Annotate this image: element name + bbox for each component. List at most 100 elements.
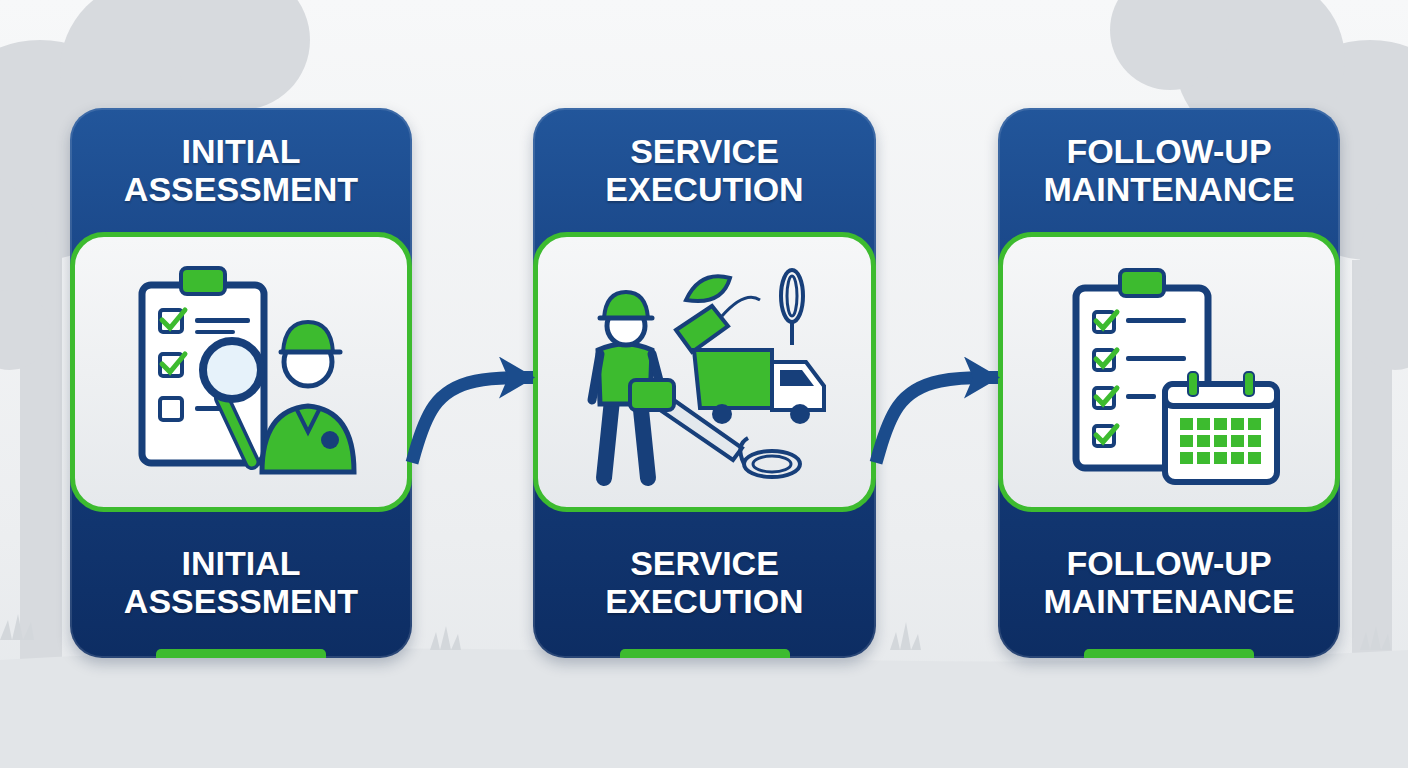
worker-arms: [592, 354, 662, 400]
checkbox: [1094, 426, 1114, 446]
rope-end: [740, 438, 748, 464]
clipboard-board: [142, 285, 264, 463]
text-region: INITIAL ASSESSMENT: [70, 108, 412, 232]
checkbox: [160, 310, 182, 332]
checkmark: [162, 310, 185, 328]
hat-brim: [600, 316, 652, 321]
chainsaw-icon: [630, 380, 742, 460]
tag-leaf-icon: [676, 276, 760, 352]
magnifier-handle: [222, 398, 252, 462]
tree-canopy: [0, 290, 50, 370]
ground: [0, 649, 1408, 768]
inspector-figure: [262, 322, 354, 472]
checkmark: [1096, 388, 1117, 404]
calendar-day: [1231, 418, 1244, 430]
tree-canopy: [1110, 0, 1230, 90]
magnifier-lens: [203, 341, 261, 399]
calendar-day: [1197, 418, 1210, 430]
rope-loop: [787, 276, 797, 316]
rope-coil-icon: [740, 438, 800, 477]
card-heading: FOLLOW-UP MAINTENANCE: [1019, 132, 1319, 208]
tag-string: [722, 297, 760, 316]
clipboard-clip: [181, 268, 225, 294]
checkmark: [1096, 350, 1117, 366]
truck-wheel: [790, 404, 810, 424]
icon-panel: [533, 232, 876, 512]
card-label: INITIAL ASSESSMENT: [91, 544, 391, 620]
clipboard-icon: [1076, 270, 1208, 468]
checkbox: [160, 354, 182, 376]
accent-bar: [1084, 649, 1254, 658]
checkmark: [1096, 426, 1117, 442]
calendar-day: [1214, 452, 1227, 464]
calendar-day: [1214, 418, 1227, 430]
truck-cab: [772, 362, 824, 410]
calendar-day: [1214, 435, 1227, 447]
text-line: [1126, 394, 1156, 399]
calendar-body: [1165, 384, 1277, 482]
card-heading: INITIAL ASSESSMENT: [91, 132, 391, 208]
flow-arrow: [876, 378, 998, 463]
worker-legs: [604, 400, 648, 478]
tree-canopy: [170, 0, 310, 110]
worker-body: [262, 406, 354, 472]
cap-brim: [281, 350, 340, 355]
card-label: SERVICE EXECUTION: [555, 544, 855, 620]
calendar-day: [1180, 418, 1193, 430]
worker-collar: [296, 408, 320, 432]
clipboard-clip: [1120, 270, 1164, 296]
calendar-days: [1180, 418, 1261, 464]
rope-loop: [744, 451, 800, 477]
text-line: [195, 330, 235, 334]
chainsaw-bar: [660, 396, 742, 460]
tree-tag: [676, 306, 728, 352]
card-heading: SERVICE EXECUTION: [555, 132, 855, 208]
rope-loop: [781, 270, 803, 322]
calendar-header: [1165, 384, 1277, 406]
truck-bed: [694, 350, 772, 408]
rope-coil-icon: [781, 270, 803, 345]
checkbox: [160, 398, 182, 420]
accent-bar: [156, 649, 326, 658]
text-line: [1126, 356, 1186, 361]
calendar-day: [1231, 435, 1244, 447]
leaf: [686, 276, 730, 301]
rope-loop: [753, 456, 791, 472]
process-card: FOLLOW-UP MAINTENANCE FOLLOW-UP MAINTENAN…: [998, 108, 1340, 658]
calendar-icon: [1165, 372, 1277, 482]
calendar-day: [1248, 452, 1261, 464]
calendar-day: [1180, 452, 1193, 464]
checkmark: [1096, 312, 1117, 328]
checkbox: [1094, 388, 1114, 408]
checkmark: [162, 354, 185, 372]
calendar-day: [1180, 435, 1193, 447]
calendar-ring: [1188, 372, 1198, 396]
truck-wheel: [712, 404, 732, 424]
accent-bar: [620, 649, 790, 658]
hard-hat: [604, 292, 648, 318]
calendar-day: [1231, 452, 1244, 464]
magnifier-handle-outline: [222, 398, 252, 462]
arborist-figure: [592, 292, 662, 478]
clipboard-board: [1076, 288, 1208, 468]
calendar-ring: [1244, 372, 1254, 396]
process-card: SERVICE EXECUTION SERVICE EXECUTION: [533, 108, 876, 658]
clipboard-icon: [142, 268, 264, 463]
rope-end: [790, 322, 794, 345]
worker-badge: [321, 431, 339, 449]
truck-icon: [694, 350, 824, 424]
chainsaw-body: [630, 380, 674, 410]
tree-canopy: [1355, 290, 1408, 370]
calendar-day: [1197, 435, 1210, 447]
text-region: FOLLOW-UP MAINTENANCE: [998, 108, 1340, 232]
calendar-day: [1248, 418, 1261, 430]
text-region: INITIAL ASSESSMENT: [70, 512, 412, 652]
process-card: INITIAL ASSESSMENT INITIAL ASSESSMENT: [70, 108, 412, 658]
text-region: SERVICE EXECUTION: [533, 108, 876, 232]
icon-panel: [998, 232, 1340, 512]
text-line: [195, 406, 225, 411]
worker-cap: [283, 322, 333, 352]
card-label: FOLLOW-UP MAINTENANCE: [1019, 544, 1319, 620]
icon-panel: [70, 232, 412, 512]
